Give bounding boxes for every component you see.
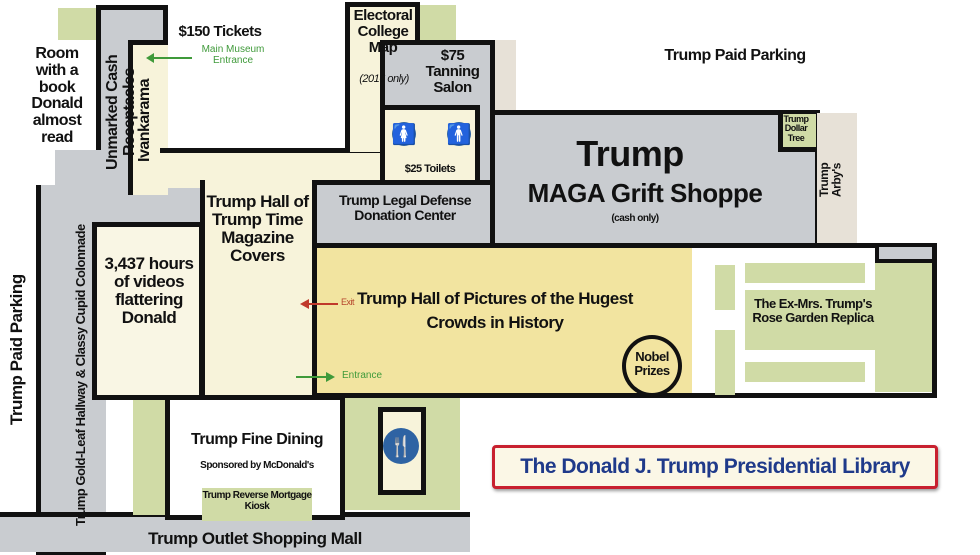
- legal-defense-label: Trump Legal Defense Donation Center: [338, 192, 472, 223]
- parking-left-label: Trump Paid Parking: [7, 274, 26, 426]
- ivankarama-label: Ivankarama: [136, 78, 153, 162]
- book-room-label: Room with a book Donald almost read: [31, 45, 83, 146]
- tickets-label: $150 Tickets: [178, 23, 262, 40]
- electoral-note: (2016 only): [359, 73, 409, 85]
- hallway-label: Trump Gold-Leaf Hallway & Classy Cupid C…: [73, 224, 88, 526]
- dining-sponsor-label: Sponsored by McDonald's: [200, 460, 314, 471]
- nobel-label: Nobel Prizes: [634, 349, 670, 378]
- cash-receptacles-label: Unmarked Cash Receptacles: [104, 54, 138, 170]
- dollar-tree-room: [778, 114, 816, 152]
- grift-title: Trump: [576, 133, 684, 174]
- videos-label: 3,437 hours of videos flattering Donald: [104, 254, 195, 327]
- toilets-label: $25 Toilets: [404, 163, 456, 175]
- restaurant-icon: 🍴: [383, 428, 419, 464]
- nobel-room: [622, 335, 682, 397]
- parking-top-label: Trump Paid Parking: [664, 47, 806, 64]
- green-area: [418, 5, 456, 43]
- kiosk-label: Trump Reverse Mortgage Kiosk: [202, 490, 312, 512]
- rose-garden-label: The Ex-Mrs. Trump's Rose Garden Replica: [752, 296, 874, 325]
- title-banner: The Donald J. Trump Presidential Library: [492, 445, 938, 489]
- mall-label: Trump Outlet Shopping Mall: [148, 529, 362, 548]
- videos-room: [92, 222, 204, 400]
- womens-restroom-icon: 🚺: [391, 122, 417, 146]
- main-entrance-label: Main Museum Entrance: [201, 44, 265, 66]
- entrance-label: Entrance: [342, 370, 383, 381]
- arbys-room: [817, 113, 857, 243]
- crowds-label: Trump Hall of Pictures of the Hugest Cro…: [357, 289, 633, 332]
- arbys-label: Trump Arby's: [817, 162, 844, 198]
- dollar-tree-label: Trump Dollar Tree: [783, 114, 809, 143]
- tanning-label: $75 Tanning Salon: [425, 47, 480, 96]
- exit-arrow: [308, 303, 338, 305]
- green-area: [58, 8, 100, 40]
- electoral-label: Electoral College Map: [353, 7, 413, 56]
- kiosk-area: [202, 488, 312, 521]
- dining-label: Trump Fine Dining: [191, 431, 323, 448]
- library-title: The Donald J. Trump Presidential Library: [520, 455, 910, 478]
- grift-note: (cash only): [611, 213, 659, 224]
- grift-subtitle: MAGA Grift Shoppe: [527, 178, 763, 208]
- entrance-arrow: [296, 376, 326, 378]
- exit-label: Exit: [341, 297, 355, 307]
- restaurant-box: [378, 407, 426, 495]
- mens-restroom-icon: 🚹: [446, 122, 472, 146]
- green-area: [133, 395, 168, 515]
- entrance-arrow: [150, 57, 192, 59]
- time-covers-label: Trump Hall of Trump Time Magazine Covers: [206, 192, 309, 265]
